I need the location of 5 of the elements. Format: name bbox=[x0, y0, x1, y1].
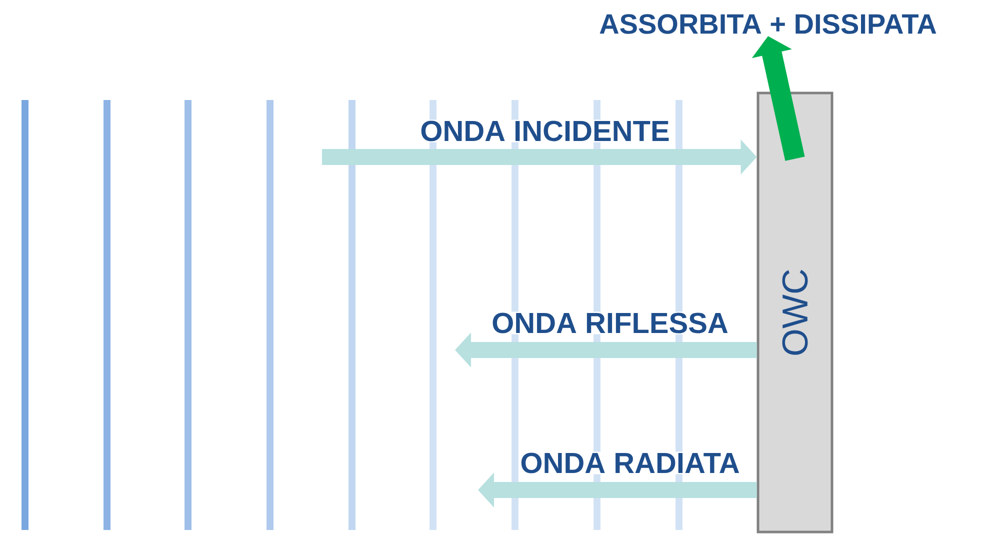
edge-label: ONDA RIFLESSA bbox=[490, 312, 730, 334]
heading-text: ASSORBITA + DISSIPATA bbox=[600, 14, 936, 34]
wall-box: OWC bbox=[756, 92, 834, 534]
edge-label: ONDA INCIDENTE bbox=[419, 120, 671, 142]
edge-label: ONDA RADIATA bbox=[519, 452, 741, 474]
